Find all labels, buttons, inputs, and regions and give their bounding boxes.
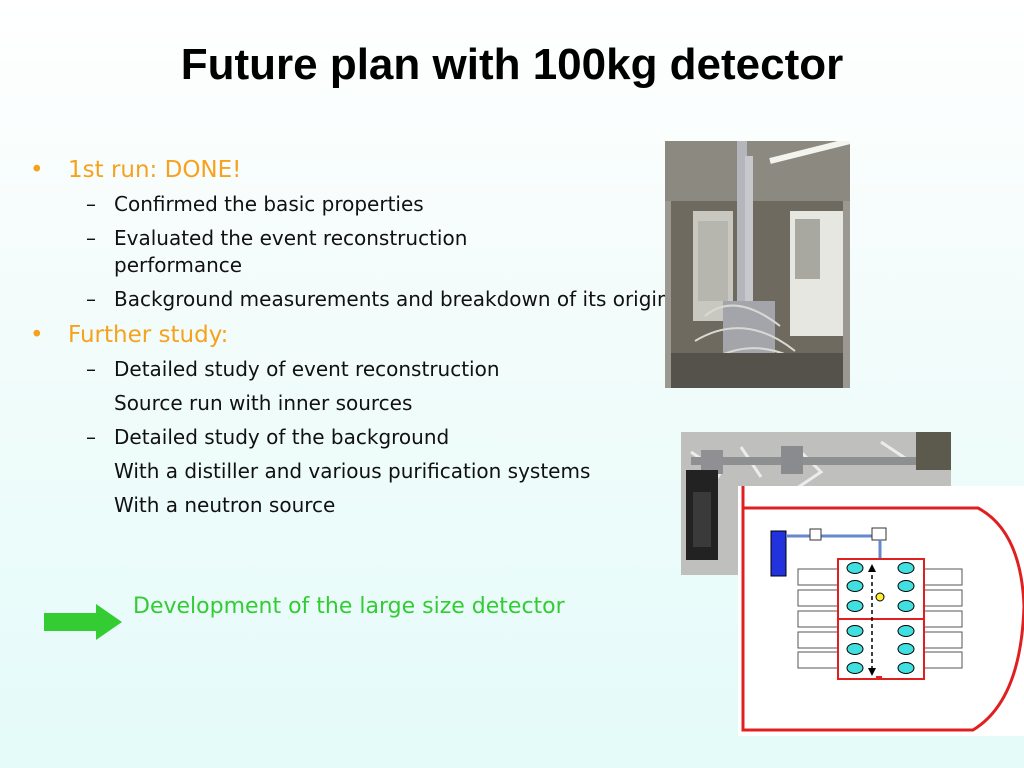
dash-icon: –: [86, 425, 96, 449]
sub-bullet-label: Confirmed the basic properties: [114, 192, 424, 216]
conclusion-text: Development of the large size detector: [133, 594, 565, 619]
sub-bullet-continuation: With a neutron source: [114, 493, 336, 517]
sub-bullet-label: Background measurements and breakdown of…: [114, 287, 670, 311]
bullet-dot-icon: •: [30, 322, 44, 348]
sub-bullet-label: Detailed study of event reconstruction: [114, 357, 500, 381]
bullet-dot-icon: •: [30, 157, 44, 183]
sub-bullet: – Evaluated the event reconstruction per…: [30, 225, 554, 279]
bullet-label: 1st run: DONE!: [68, 157, 242, 183]
dash-icon: –: [86, 226, 96, 250]
dash-icon: –: [86, 357, 96, 381]
detector-schematic-diagram: [738, 486, 1024, 736]
detector-apparatus-photo: [665, 141, 850, 388]
sub-bullet-label: Detailed study of the background: [114, 425, 450, 449]
bullet-label: Further study:: [68, 322, 229, 348]
sub-bullet: – Background measurements and breakdown …: [30, 286, 674, 313]
bullet-further-study: • Further study:: [30, 320, 670, 350]
bullet-list: • 1st run: DONE! – Confirmed the basic p…: [30, 155, 670, 526]
sub-bullet: – Detailed study of the background: [30, 424, 670, 451]
sub-bullet: – Confirmed the basic properties: [30, 191, 670, 218]
right-arrow-icon: [44, 604, 122, 640]
sub-bullet-label: Evaluated the event reconstruction perfo…: [114, 226, 468, 277]
bullet-first-run: • 1st run: DONE!: [30, 155, 670, 185]
sub-bullet-continuation: With a distiller and various purificatio…: [114, 459, 591, 483]
dash-icon: –: [86, 192, 96, 216]
sub-bullet: – Detailed study of event reconstruction: [30, 356, 670, 383]
slide-title: Future plan with 100kg detector: [180, 40, 844, 89]
dash-icon: –: [86, 287, 96, 311]
sub-bullet-continuation: Source run with inner sources: [114, 391, 413, 415]
